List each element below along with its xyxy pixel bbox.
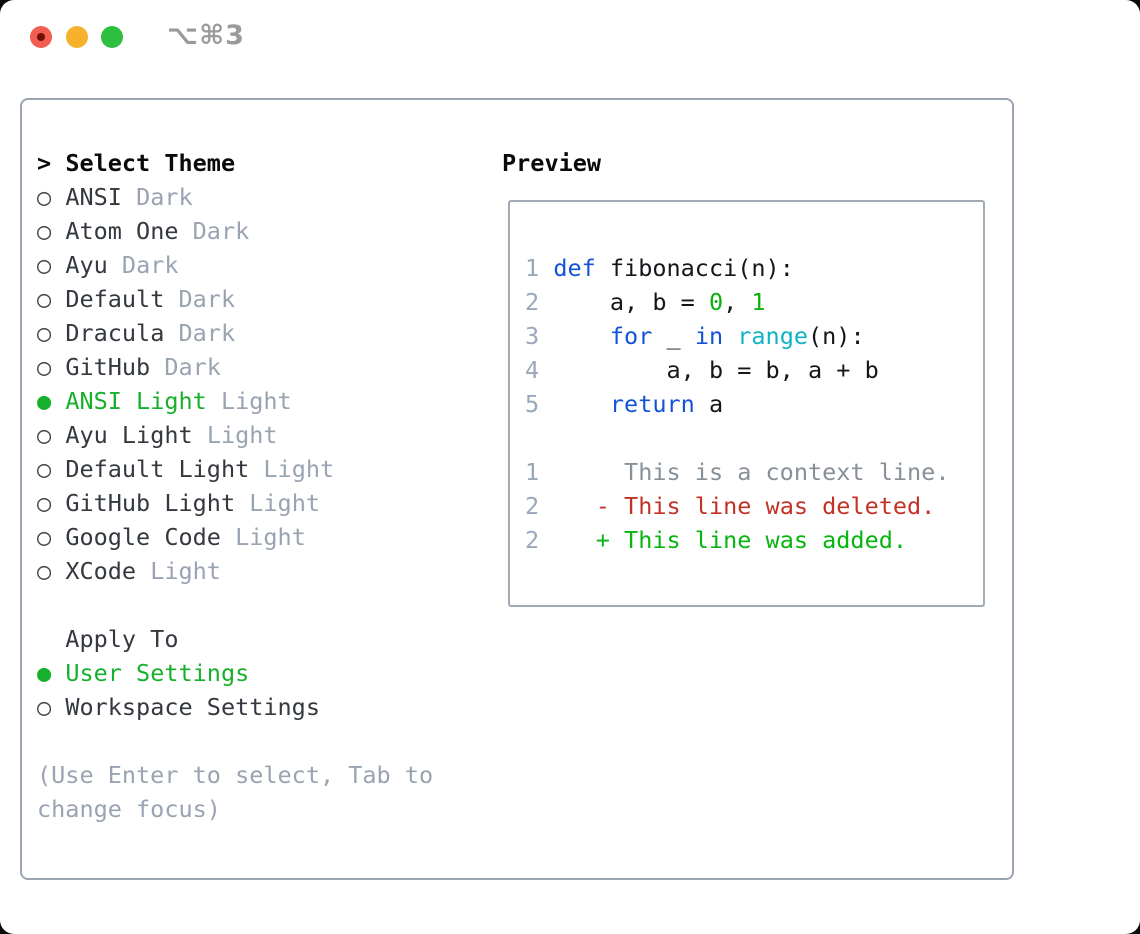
theme-option[interactable]: ○ GitHub Light Light <box>37 486 433 520</box>
theme-variant: Light <box>206 421 278 449</box>
spacer <box>37 588 433 622</box>
spacer <box>37 724 433 758</box>
apply-option[interactable]: ○ Workspace Settings <box>37 690 433 724</box>
theme-name: XCode <box>65 557 137 585</box>
code-line: 5 return a <box>525 390 724 418</box>
diff-block: 1 This is a context line. 2 - This line w… <box>525 455 983 557</box>
theme-variant: Light <box>263 455 335 483</box>
line-number: 2 <box>525 526 540 554</box>
radio-icon: ○ <box>37 557 52 585</box>
radio-icon: ○ <box>37 319 52 347</box>
theme-option[interactable]: ○ Default Light Light <box>37 452 433 486</box>
apply-option[interactable]: ● User Settings <box>37 656 433 690</box>
theme-name: Default <box>65 285 165 313</box>
line-number: 1 <box>525 458 540 486</box>
code-line: 2 + This line was added. <box>525 526 908 554</box>
section-title-apply-to: Apply To <box>65 625 179 653</box>
theme-variant: Dark <box>136 183 193 211</box>
theme-picker-panel: > Select Theme ○ ANSI Dark○ Atom One Dar… <box>20 98 1014 880</box>
theme-option[interactable]: ○ Google Code Light <box>37 520 433 554</box>
code-line: 2 - This line was deleted. <box>525 492 936 520</box>
theme-name: Google Code <box>65 523 221 551</box>
line-number: 2 <box>525 288 540 316</box>
radio-icon: ○ <box>37 421 52 449</box>
spacer <box>525 421 983 455</box>
theme-option[interactable]: ○ Ayu Light Light <box>37 418 433 452</box>
keyboard-hint-line-2: change focus) <box>37 795 221 823</box>
line-number: 1 <box>525 254 540 282</box>
radio-icon: ● <box>37 659 52 687</box>
theme-option[interactable]: ○ Atom One Dark <box>37 214 433 248</box>
theme-option[interactable]: ● ANSI Light Light <box>37 384 433 418</box>
preview-box: 1 def fibonacci(n): 2 a, b = 0, 1 3 for _ … <box>508 200 985 607</box>
theme-option[interactable]: ○ GitHub Dark <box>37 350 433 384</box>
theme-option[interactable]: ○ Ayu Dark <box>37 248 433 282</box>
theme-name: ANSI Light <box>65 387 207 415</box>
theme-name: ANSI <box>65 183 122 211</box>
theme-variant: Dark <box>121 251 179 279</box>
radio-icon: ● <box>37 387 52 415</box>
code-line: 1 def fibonacci(n): <box>525 254 794 282</box>
theme-option[interactable]: ○ ANSI Dark <box>37 180 433 214</box>
radio-icon: ○ <box>37 353 52 381</box>
theme-variant: Light <box>150 557 221 585</box>
theme-option[interactable]: ○ Default Dark <box>37 282 433 316</box>
radio-icon: ○ <box>37 523 52 551</box>
code-line: 3 for _ in range(n): <box>525 322 865 350</box>
theme-variant: Dark <box>164 353 221 381</box>
apply-option-label: User Settings <box>65 659 250 687</box>
code-line: 2 a, b = 0, 1 <box>525 288 766 316</box>
prompt-caret-icon: > <box>37 149 52 177</box>
theme-name: Ayu Light <box>65 421 193 449</box>
radio-icon: ○ <box>37 183 52 211</box>
preview-title: Preview <box>502 149 602 177</box>
code-block: 1 def fibonacci(n): 2 a, b = 0, 1 3 for _ … <box>525 251 983 421</box>
window-title: ⌥⌘3 <box>167 20 245 51</box>
radio-icon: ○ <box>37 489 52 517</box>
zoom-button[interactable] <box>101 26 123 48</box>
radio-icon: ○ <box>37 693 52 721</box>
theme-variant: Light <box>220 387 292 415</box>
apply-option-label: Workspace Settings <box>65 693 320 721</box>
theme-option[interactable]: ○ XCode Light <box>37 554 433 588</box>
theme-name: Atom One <box>65 217 179 245</box>
apply-to-list: ● User Settings○ Workspace Settings <box>37 656 433 724</box>
theme-name: GitHub Light <box>65 489 236 517</box>
minimize-button[interactable] <box>66 26 88 48</box>
line-number: 4 <box>525 356 540 384</box>
theme-variant: Dark <box>192 217 250 245</box>
theme-name: Ayu <box>65 251 108 279</box>
theme-variant: Dark <box>178 285 236 313</box>
theme-variant: Light <box>249 489 320 517</box>
radio-icon: ○ <box>37 217 52 245</box>
select-theme-header: > Select Theme <box>37 146 433 180</box>
theme-name: Dracula <box>65 319 165 347</box>
theme-variant: Dark <box>178 319 236 347</box>
line-number: 3 <box>525 322 540 350</box>
code-line: 1 This is a context line. <box>525 458 950 486</box>
picker-column: > Select Theme ○ ANSI Dark○ Atom One Dar… <box>37 146 433 826</box>
line-number: 2 <box>525 492 540 520</box>
radio-icon: ○ <box>37 455 52 483</box>
apply-to-header: Apply To <box>37 622 433 656</box>
code-line: 4 a, b = b, a + b <box>525 356 879 384</box>
keyboard-hint-line-1: (Use Enter to select, Tab to <box>37 761 434 789</box>
radio-icon: ○ <box>37 251 52 279</box>
close-button[interactable] <box>30 26 52 48</box>
theme-list: ○ ANSI Dark○ Atom One Dark○ Ayu Dark○ De… <box>37 180 433 588</box>
theme-option[interactable]: ○ Dracula Dark <box>37 316 433 350</box>
theme-name: Default Light <box>65 455 250 483</box>
line-number: 5 <box>525 390 540 418</box>
section-title-select-theme: Select Theme <box>65 149 236 177</box>
theme-name: GitHub <box>65 353 151 381</box>
theme-variant: Light <box>235 523 306 551</box>
radio-icon: ○ <box>37 285 52 313</box>
